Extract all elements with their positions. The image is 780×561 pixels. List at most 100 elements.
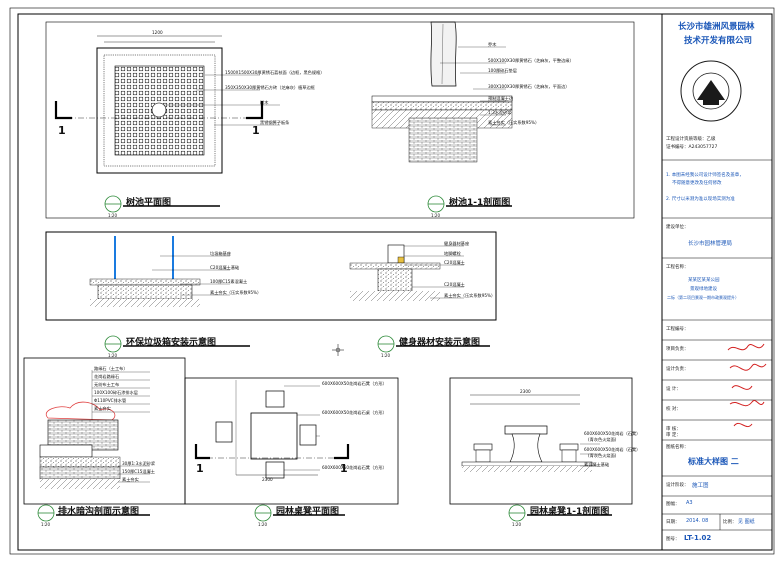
title-bench-section: 园林桌凳1-1剖面图	[530, 507, 610, 517]
row-label-6: 审 定：	[666, 433, 681, 438]
d2-label-4: 300X100X30厚黄锈石（芝麻灰，平面边）	[488, 84, 570, 89]
title-tree-pit-plan: 树池平面图	[126, 198, 172, 208]
title-trash-bin: 环保垃圾箱安装示意图	[126, 338, 217, 348]
d4-label-3: C20混凝土	[444, 260, 465, 265]
title-drainage: 排水暗沟剖面示意图	[58, 507, 140, 517]
sheet-label: 比例：	[723, 520, 737, 525]
dim-2300-plan: 2300	[262, 477, 273, 482]
d6-label-1: 600X600X50花岗岩石凳（方形）	[322, 381, 387, 386]
scale-d3: 1:20	[108, 353, 117, 358]
scale-label: 图幅：	[666, 502, 680, 507]
d2-label-7: 素土夯实（压实系数95%）	[488, 120, 540, 125]
project-line-3: 二标（第二项目景观一期市政景观提升）	[667, 295, 739, 300]
row-label-0: 工程编号：	[666, 327, 689, 332]
d7-label-2: (青灰色火烧面)	[588, 437, 617, 442]
d5-label-9: 素土夯实	[122, 477, 139, 482]
d3-label-4: 素土夯实（压实系数95%）	[210, 290, 262, 295]
d1-label-4: 黑锈钢箅子板条	[260, 120, 290, 125]
cert-number: 证书编号：A243057727	[666, 145, 718, 150]
client-label: 建设单位：	[666, 225, 689, 230]
d1-label-3: 树木	[260, 100, 269, 105]
d7-label-5: 素混凝土基础	[584, 462, 610, 467]
d2-label-6: 1:3水泥砂浆	[488, 110, 512, 115]
d3-label-3: 100厚C15素混凝土	[210, 279, 248, 284]
sheet-value: 见 图纸	[738, 519, 755, 525]
dim-2300-section: 2300	[520, 389, 531, 394]
bench-plan	[194, 380, 350, 479]
project-label: 工程名称：	[666, 265, 689, 270]
company-name-line2: 技术开发有限公司	[684, 36, 753, 46]
signatures	[727, 343, 767, 428]
d5-label-8: 150厚C15混凝土	[122, 469, 155, 474]
d5-label-3: 无纺布土工布	[94, 382, 120, 387]
row-label-1: 项目负责：	[666, 347, 689, 352]
project-line-2: 景观绿地建设	[690, 287, 717, 292]
d7-label-4: (青灰色火烧面)	[588, 453, 617, 458]
date-value: 2014. 08	[686, 518, 709, 524]
dim-1200: 1200	[152, 30, 163, 35]
row-label-4: 校 对：	[666, 407, 681, 412]
d2-label-2: 500X100X30厚黄锈石（芝麻灰，平整边缘）	[488, 58, 574, 63]
cert-level: 工程设计资质等级：乙级	[666, 137, 716, 142]
d5-label-6: 素土夯实	[94, 406, 111, 411]
d5-label-7: 30厚1:3水泥砂浆	[122, 461, 156, 466]
title-bench-plan: 园林桌凳平面图	[276, 507, 340, 517]
d7-label-1: 600X600X50花岗岩（石凳）	[584, 431, 641, 436]
d1-label-2: 350X350X30厚黄锈石方砖（芝麻灰）植草边框	[225, 85, 315, 90]
stage-value: 施工图	[692, 483, 709, 489]
drawing-no-label: 图号：	[666, 537, 680, 542]
section-mark-2a: 1	[196, 462, 204, 475]
section-mark-1b: 1	[252, 124, 260, 137]
d6-label-3: 600X600X50花岗岩石凳（方形）	[322, 465, 387, 470]
d3-label-1: 垃圾箱基座	[210, 251, 231, 256]
scale-d5: 1:20	[41, 522, 50, 527]
d7-label-3: 600X600X50花岗岩（石凳）	[584, 447, 641, 452]
d5-label-1: 路缘石（土工布）	[94, 366, 128, 371]
d3-label-2: C20混凝土基础	[210, 265, 240, 270]
drawing-name-label: 图纸名称：	[666, 445, 689, 450]
drawing-name: 标准大样图 二	[688, 457, 739, 466]
d4-label-1: 健身器材基座	[444, 241, 470, 246]
note-1b: 不得随意更改及任何修改	[672, 181, 722, 186]
note-2: 2. 尺寸以米测为准以现场实测为准	[666, 197, 735, 202]
company-name: 长沙市雄洲风景园林	[678, 22, 755, 32]
section-mark-1a: 1	[58, 124, 66, 137]
scale-d1: 1:20	[108, 213, 117, 218]
row-label-3: 设 计：	[666, 387, 681, 392]
client-name: 长沙市园林管理局	[688, 241, 733, 247]
trash-bin-install	[89, 236, 230, 307]
d2-label-1: 乔木	[488, 42, 497, 47]
scale-d7: 1:20	[512, 522, 521, 527]
stage-label: 设计阶段：	[666, 483, 689, 488]
d2-label-5: 预制混凝土边	[488, 96, 514, 101]
d5-label-5: Φ110PVC排水管	[94, 398, 127, 403]
fitness-equipment-install	[349, 244, 464, 301]
title-tree-pit-section: 树池1-1剖面图	[449, 198, 511, 208]
bench-section	[461, 394, 600, 472]
d5-label-2: 花岗岩路缘石	[94, 374, 120, 379]
d4-label-5: 素土夯实（压实系数95%）	[444, 293, 496, 298]
tree-pit-section	[371, 21, 513, 163]
note-1: 1. 本图未经我公司设计师签名及盖章，	[666, 173, 744, 178]
scale-d6: 1:20	[258, 522, 267, 527]
section-mark-2b: 1	[340, 462, 348, 475]
project-line-1: 某某区某某公园	[688, 278, 720, 283]
d5-label-4: 100X100碎石渗排水层	[94, 390, 138, 395]
company-logo	[680, 60, 742, 122]
d4-label-4: C20混凝土	[444, 282, 465, 287]
d1-label-1: 1500X1500X30厚黄锈石荔枝面（边框，黑色规格）	[225, 70, 325, 75]
drawing-no: LT-1.02	[684, 534, 712, 542]
scale-value: A3	[686, 500, 693, 506]
drainage-ditch-section	[39, 370, 150, 489]
scale-d4: 1:20	[381, 353, 390, 358]
d2-label-3: 100厚碎石垫层	[488, 68, 517, 73]
row-label-2: 设计负责：	[666, 367, 689, 372]
d6-label-2: 600X600X50花岗岩石桌（方形）	[322, 410, 387, 415]
row-label-5: 审 核：	[666, 427, 681, 432]
title-fitness: 健身器材安装示意图	[399, 338, 481, 348]
scale-d2: 1:20	[431, 213, 440, 218]
date-label: 日期：	[666, 520, 680, 525]
d4-label-2: 地脚螺栓	[444, 251, 461, 256]
tree-pit-plan	[54, 35, 280, 174]
